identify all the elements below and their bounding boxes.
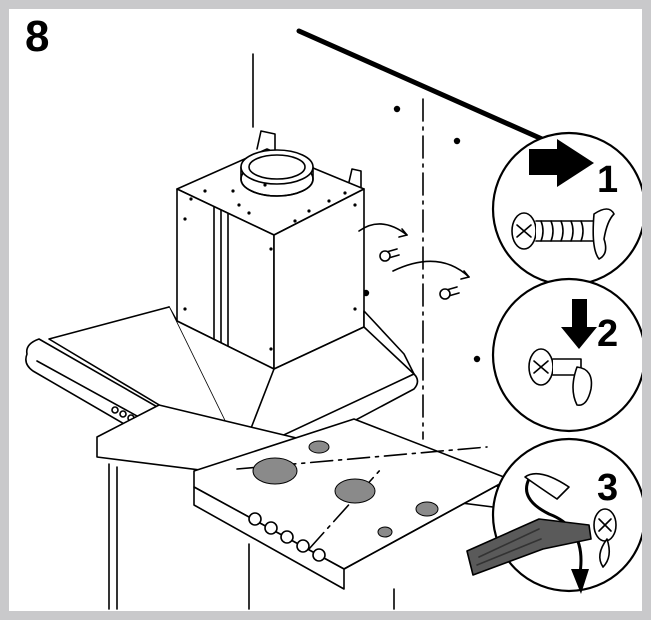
- callout-number-2: 2: [597, 313, 619, 355]
- screwdriver: [466, 518, 592, 576]
- chimney-box: [176, 130, 365, 370]
- cooktop-knobs: [248, 512, 326, 562]
- installation-diagram: [25, 28, 642, 610]
- callout-number-3: 3: [597, 467, 619, 509]
- rotate-arrow: [525, 477, 583, 581]
- burners: [252, 440, 439, 538]
- ceiling-line: [296, 28, 572, 154]
- wall-holes: [362, 105, 481, 363]
- callout-number-1: 1: [597, 159, 619, 201]
- wall-screw-upper: [358, 223, 408, 262]
- callout-circle-3: [466, 437, 642, 594]
- callout-circle-2: [491, 277, 642, 433]
- callout-circle-1: [491, 131, 642, 287]
- step-number: 8: [25, 12, 50, 61]
- screw-with-plug: [511, 208, 615, 260]
- cooktop: [193, 418, 510, 590]
- wall-screw-lower: [392, 260, 470, 300]
